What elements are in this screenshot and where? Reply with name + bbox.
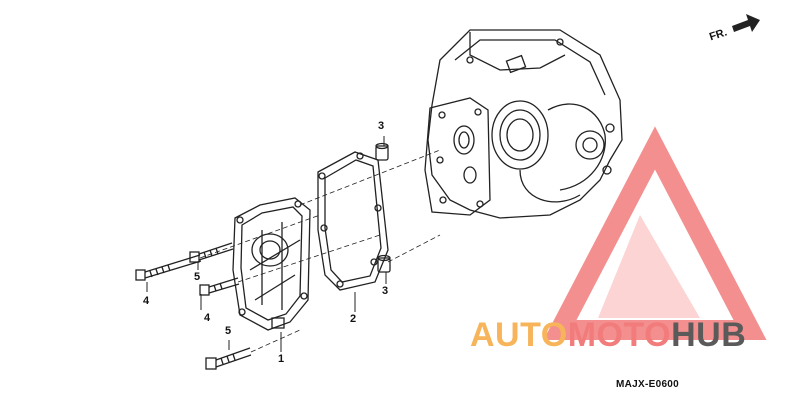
bolt-4-left	[135, 254, 202, 281]
callout-3-upper: 3	[378, 120, 385, 132]
callout-1: 1	[278, 353, 285, 365]
callout-4-middle: 4	[204, 312, 211, 324]
watermark-text-hub: HUB	[671, 316, 747, 354]
dowel-pin-upper	[375, 142, 389, 161]
front-direction-arrow	[732, 14, 760, 32]
callout-2: 2	[350, 313, 357, 325]
part-code: MAJX-E0600	[616, 379, 680, 390]
callout-4-left: 4	[143, 295, 150, 307]
bolt-5-upper	[189, 242, 234, 263]
callout-5-upper: 5	[194, 271, 201, 283]
watermark-text-moto: MOTO	[567, 316, 672, 354]
callout-3-lower: 3	[382, 285, 389, 297]
alignment-lines	[199, 149, 441, 353]
bolt-5-lower	[205, 347, 252, 370]
cover-part-1	[232, 197, 311, 331]
bolt-4-middle	[199, 277, 240, 296]
watermark-text: AUTOMOTOHUB	[470, 318, 746, 352]
dowel-pin-lower	[377, 254, 391, 273]
callout-5-lower: 5	[225, 325, 232, 337]
watermark-logo	[543, 126, 767, 340]
leader-lines	[146, 136, 387, 352]
transmission-case	[424, 29, 623, 219]
watermark-text-auto: AUTO	[470, 316, 568, 354]
gasket-part-2	[317, 151, 389, 291]
